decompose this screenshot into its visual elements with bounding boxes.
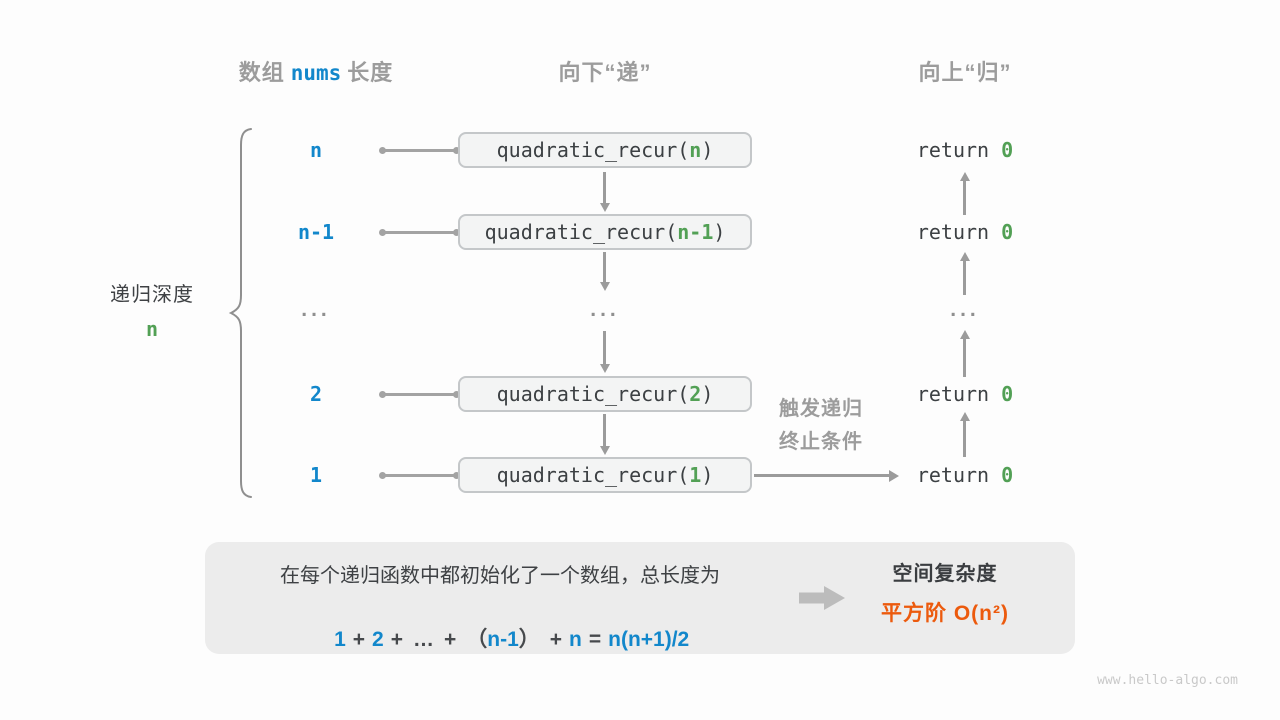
recursion-depth-value: n <box>145 317 159 341</box>
space-complexity-label: 空间复杂度 <box>892 563 998 585</box>
return-value: 0 <box>1001 138 1014 162</box>
recursion-depth-text: 递归深度 <box>110 284 194 306</box>
depth-label-1: 1 <box>309 463 323 487</box>
space-complexity-value: 平方阶 O(n²) <box>881 602 1009 625</box>
up-arrow <box>959 330 970 377</box>
call-arg: n <box>689 138 702 162</box>
depth-label-n1: n-1 <box>297 220 335 244</box>
down-arrow <box>599 414 610 455</box>
column-header-downward-recurse: 向下“递” <box>558 60 652 85</box>
return-value: 0 <box>1001 463 1014 487</box>
watermark: www.hello-algo.com <box>1097 673 1238 688</box>
call-box-n: quadratic_recur(n) <box>458 132 752 168</box>
return-statement: return 0 <box>916 463 1014 487</box>
summary-description: 在每个递归函数中都初始化了一个数组，总长度为 <box>280 565 720 587</box>
up-arrow <box>959 252 970 295</box>
connector-line <box>379 147 460 154</box>
return-value: 0 <box>1001 382 1014 406</box>
header-array-suffix: 长度 <box>347 60 394 85</box>
call-arg: 2 <box>689 382 702 406</box>
summary-formula: 1+2+…+（n-1）+n=n(n+1)/2 <box>334 628 690 651</box>
return-statement: return 0 <box>916 382 1014 406</box>
depth-label-2: 2 <box>309 382 323 406</box>
column-header-upward-return: 向上“归” <box>918 60 1012 85</box>
base-case-arrow <box>754 469 899 482</box>
return-value: 0 <box>1001 220 1014 244</box>
up-arrow <box>959 172 970 215</box>
summary-panel <box>205 542 1075 654</box>
down-arrow <box>599 331 610 373</box>
big-right-arrow-icon <box>799 586 845 610</box>
return-statement: return 0 <box>916 220 1014 244</box>
call-ellipsis: ... <box>590 298 620 321</box>
return-statement: return 0 <box>916 138 1014 162</box>
recursion-depth-label: 递归深度 n <box>88 280 216 344</box>
call-box-1: quadratic_recur(1) <box>458 457 752 493</box>
down-arrow <box>599 172 610 212</box>
connector-line <box>379 229 460 236</box>
up-arrow <box>959 412 970 457</box>
base-case-note: 触发递归 终止条件 <box>779 398 863 453</box>
call-box-n1: quadratic_recur(n-1) <box>458 214 752 250</box>
connector-line <box>379 472 460 479</box>
return-ellipsis: ... <box>950 298 980 321</box>
depth-label-n: n <box>309 138 323 162</box>
down-arrow <box>599 252 610 291</box>
recursion-depth-brace <box>228 128 252 498</box>
call-box-2: quadratic_recur(2) <box>458 376 752 412</box>
header-array-prefix: 数组 <box>238 60 285 85</box>
depth-ellipsis: ... <box>301 298 331 321</box>
call-arg: 1 <box>689 463 702 487</box>
connector-line <box>379 391 460 398</box>
header-nums-code: nums <box>290 61 342 85</box>
call-arg: n-1 <box>677 220 714 244</box>
